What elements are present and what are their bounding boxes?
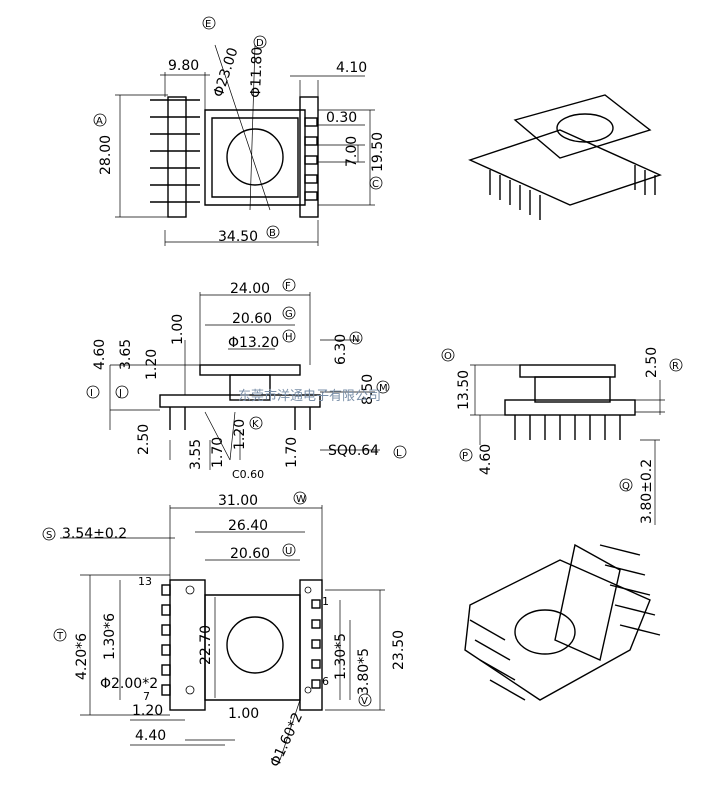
dim-1-20-bottom: 1.20	[132, 703, 163, 719]
tag-D: D	[256, 38, 264, 49]
tag-V: V	[361, 696, 368, 707]
dim-24-00: 24.00	[230, 281, 270, 297]
dim-28-00: 28.00	[98, 135, 114, 175]
dim-4-10: 4.10	[336, 60, 367, 76]
tag-W: W	[296, 494, 306, 505]
tag-O: O	[444, 351, 452, 362]
tag-K: K	[252, 419, 259, 430]
dim-13-50: 13.50	[456, 370, 472, 410]
pin-label-7: 7	[143, 690, 150, 703]
bottom-view: 31.00 26.40 20.60 3.54±0.2 4.20*6 1.30*6…	[42, 491, 407, 770]
dim-4-40: 4.40	[135, 728, 166, 744]
dim-31-00: 31.00	[218, 493, 258, 509]
tag-B: B	[269, 228, 276, 239]
dim-1-00: 1.00	[170, 314, 186, 345]
front-view: 24.00 20.60 Φ13.20 1.00 6.30 4.60 3.65 1…	[86, 278, 407, 481]
dim-1-00-bottom: 1.00	[228, 706, 259, 722]
tag-J: J	[118, 388, 122, 399]
dim-3-80-pm: 3.80±0.2	[639, 459, 655, 524]
dim-4-60-front: 4.60	[92, 339, 108, 370]
tag-P: P	[462, 451, 468, 462]
dim-2-50-side: 2.50	[644, 347, 660, 378]
dim-26-40: 26.40	[228, 518, 268, 534]
dim-19-50: 19.50	[370, 132, 386, 172]
tag-M: M	[379, 383, 388, 394]
dim-4-60-side: 4.60	[478, 444, 494, 475]
tag-N: N	[352, 334, 359, 345]
dim-7-00: 7.00	[344, 136, 360, 167]
watermark: 东莞市洋通电子有限公司	[238, 388, 381, 404]
dim-1-20-b: 1.20	[232, 419, 248, 450]
dim-20-60: 20.60	[232, 311, 272, 327]
pin-label-13: 13	[138, 575, 152, 588]
dim-0-30: 0.30	[326, 110, 357, 126]
tag-H: H	[285, 332, 293, 343]
dim-phi-13-20: Φ13.20	[228, 335, 279, 351]
tag-L: L	[396, 448, 402, 459]
tag-U: U	[285, 546, 292, 557]
dim-phi-1-6x2: Φ1.60*2	[267, 710, 306, 769]
side-view: 13.50 2.50 4.60 3.80±0.2 O P Q R	[441, 347, 683, 525]
dim-phi-2x2: Φ2.00*2	[100, 676, 158, 692]
tag-S: S	[46, 530, 52, 541]
tag-R: R	[672, 361, 679, 372]
iso-view-top	[468, 94, 662, 220]
dim-6-30: 6.30	[333, 334, 349, 365]
dim-3-55: 3.55	[188, 439, 204, 470]
tag-C: C	[372, 179, 379, 190]
dim-1-70-b: 1.70	[284, 437, 300, 468]
pin-label-6: 6	[322, 675, 329, 688]
tag-Q: Q	[622, 481, 630, 492]
dim-phi-11-80: Φ11.80	[248, 47, 266, 99]
tag-F: F	[285, 281, 291, 292]
dim-9-80: 9.80	[168, 58, 199, 74]
dim-1-70-a: 1.70	[210, 437, 226, 468]
dim-3-65: 3.65	[118, 339, 134, 370]
dim-8-50: 8.50	[360, 374, 376, 405]
dim-3-54: 3.54±0.2	[62, 526, 127, 542]
top-view: 9.80 28.00 34.50 Φ23.00 Φ11.80 4.10 0.30…	[93, 16, 386, 246]
dim-2-50: 2.50	[136, 424, 152, 455]
dim-3-80x5: 3.80*5	[356, 648, 372, 695]
dim-23-50: 23.50	[391, 630, 407, 670]
dim-20-60-bottom: 20.60	[230, 546, 270, 562]
dim-phi-23: Φ23.00	[211, 46, 242, 100]
dim-1-30x5: 1.30*5	[333, 633, 349, 680]
tag-I: I	[90, 388, 93, 399]
tag-G: G	[285, 309, 293, 320]
dim-4-20x6: 4.20*6	[74, 633, 90, 680]
dim-1-30x6: 1.30*6	[102, 613, 118, 660]
tag-E: E	[205, 19, 211, 30]
dim-1-20-front: 1.20	[144, 349, 160, 380]
dim-22-70: 22.70	[198, 625, 214, 665]
tag-A: A	[96, 116, 103, 127]
dim-c0-60: C0.60	[232, 468, 264, 481]
dim-sq-0-64: SQ0.64	[328, 443, 379, 459]
dim-34-50: 34.50	[218, 229, 258, 245]
pin-label-1: 1	[322, 595, 329, 608]
tag-T: T	[56, 631, 64, 642]
iso-view-bottom	[464, 543, 661, 701]
